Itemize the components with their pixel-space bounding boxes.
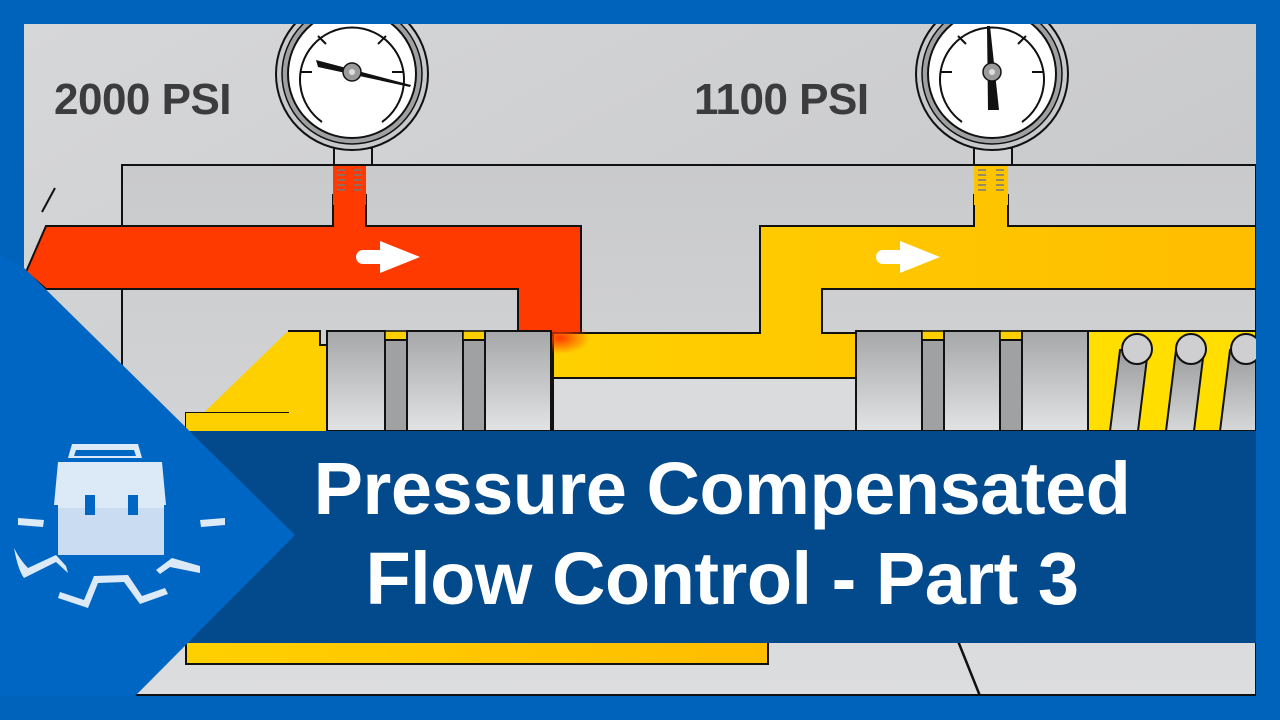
inlet-passage — [24, 194, 582, 334]
right-arrow-icon — [356, 241, 420, 273]
title-line-2: Flow Control - Part 3 — [365, 537, 1079, 620]
inlet-pressure-label: 2000 PSI — [54, 75, 232, 124]
title-line-1: Pressure Compensated — [313, 447, 1131, 530]
toolbox-gear-icon — [14, 444, 225, 608]
coil-spring-icon — [1087, 330, 1262, 432]
right-arrow-icon — [876, 241, 940, 273]
outlet-pressure-label: 1100 PSI — [694, 75, 869, 124]
pressure-gauge-icon — [915, 0, 1069, 166]
video-title: Pressure Compensated Flow Control - Part… — [188, 444, 1256, 624]
spool-left — [326, 330, 552, 432]
title-banner — [180, 431, 1256, 643]
pressure-gauge-icon — [275, 0, 429, 166]
